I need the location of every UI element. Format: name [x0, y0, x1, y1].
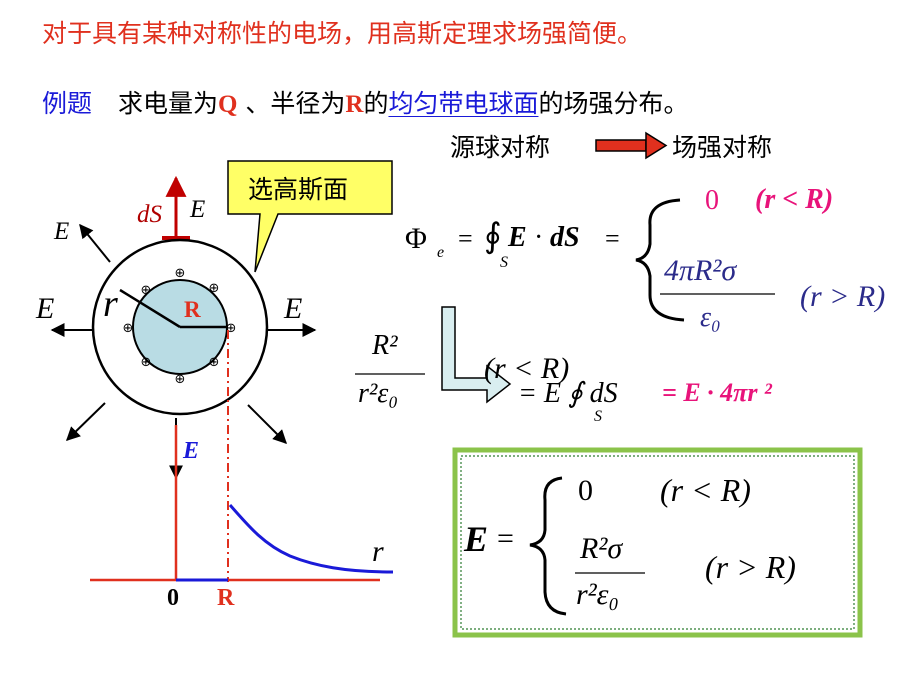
middle-cond: (r < R)	[484, 352, 570, 385]
middle-rhs: = E ∮ dS	[518, 378, 618, 409]
middle-frac-den: r²ε₀	[358, 378, 399, 409]
graph-origin-label: 0	[167, 585, 179, 611]
result-case2-den: r²ε₀	[576, 578, 619, 611]
result-box	[452, 447, 863, 638]
callout-bubble	[227, 160, 393, 273]
field-arrow-ul	[79, 223, 111, 263]
E-label-ul: E	[54, 218, 70, 245]
middle-sub-S: S	[594, 408, 602, 425]
flux-eq1: =	[458, 224, 473, 253]
r-label: r	[103, 283, 118, 325]
graph-decay-curve	[228, 504, 394, 574]
result-case2-cond: (r > R)	[705, 549, 796, 585]
radius-R: R	[345, 91, 364, 118]
result-E: E	[464, 519, 489, 559]
result-case1-value: 0	[578, 474, 593, 507]
intro-text: 对于具有某种对称性的电场，用高斯定理求场强简便。	[42, 19, 643, 48]
svg-text:⊕: ⊕	[209, 355, 220, 370]
implies-arrow	[595, 131, 668, 160]
flux-sub-e: e	[437, 244, 445, 261]
charge-Q: Q	[217, 91, 238, 118]
example-text-a: 求电量为	[117, 89, 218, 118]
svg-text:⊕: ⊕	[175, 372, 186, 387]
E-label-left: E	[36, 292, 55, 325]
middle-frac-num: R²	[372, 330, 398, 361]
flux-brace	[635, 198, 685, 322]
callout-text: 选高斯面	[248, 175, 349, 204]
flux-case2-cond: (r > R)	[800, 280, 886, 313]
field-arrow-lr	[247, 404, 287, 444]
graph-E-label: E	[183, 438, 200, 464]
svg-text:⊕: ⊕	[123, 321, 134, 336]
flux-dot: ·	[534, 222, 544, 253]
example-label: 例题	[42, 89, 93, 118]
example-text-b: 、半径为	[237, 89, 346, 118]
result-case1-cond: (r < R)	[660, 472, 751, 508]
example-line: 例题 求电量为Q 、半径为R的均匀带电球面的场强分布。	[42, 84, 689, 120]
plus-charges: ⊕ ⊕ ⊕ ⊕ ⊕ ⊕ ⊕ ⊕	[123, 266, 237, 387]
flux-dS: dS	[550, 222, 580, 253]
E-label-top: E	[190, 196, 206, 223]
svg-text:⊕: ⊕	[209, 281, 220, 296]
flux-phi: Φ	[405, 222, 427, 255]
radius-r-line	[119, 288, 181, 329]
svg-text:⊕: ⊕	[226, 321, 237, 336]
field-arrow-ll	[65, 402, 106, 441]
dS-label: dS	[137, 201, 162, 228]
uniform-charged-sphere: 均匀带电球面	[388, 89, 539, 118]
field-symmetry: 场强对称	[672, 133, 773, 162]
graph-R-label: R	[217, 585, 235, 611]
source-symmetry: 源球对称	[450, 133, 551, 162]
flux-case2-num: 4πR²σ	[664, 254, 737, 287]
example-text-c: 的	[363, 89, 389, 118]
flux-case1-value: 0	[705, 185, 719, 216]
flux-case2-den: ε₀	[700, 302, 721, 333]
flux-eq2: =	[605, 224, 620, 253]
svg-text:⊕: ⊕	[141, 355, 152, 370]
middle-result: = E · 4πr ²	[662, 378, 772, 407]
flux-E: E	[508, 222, 527, 253]
R-label: R	[184, 297, 201, 322]
graph-r-label: r	[372, 535, 384, 568]
result-brace	[529, 476, 567, 616]
E-label-right: E	[284, 292, 303, 325]
result-eq: =	[497, 522, 514, 555]
svg-text:⊕: ⊕	[141, 283, 152, 298]
flux-sub-S: S	[500, 254, 508, 271]
derivation-arrow	[441, 306, 512, 404]
flux-contour-integral: ∮	[484, 218, 502, 255]
svg-text:⊕: ⊕	[175, 266, 186, 281]
example-text-d: 的场强分布。	[538, 89, 689, 118]
flux-case1-cond: (r < R)	[755, 184, 834, 215]
result-case2-num: R²σ	[580, 532, 623, 565]
